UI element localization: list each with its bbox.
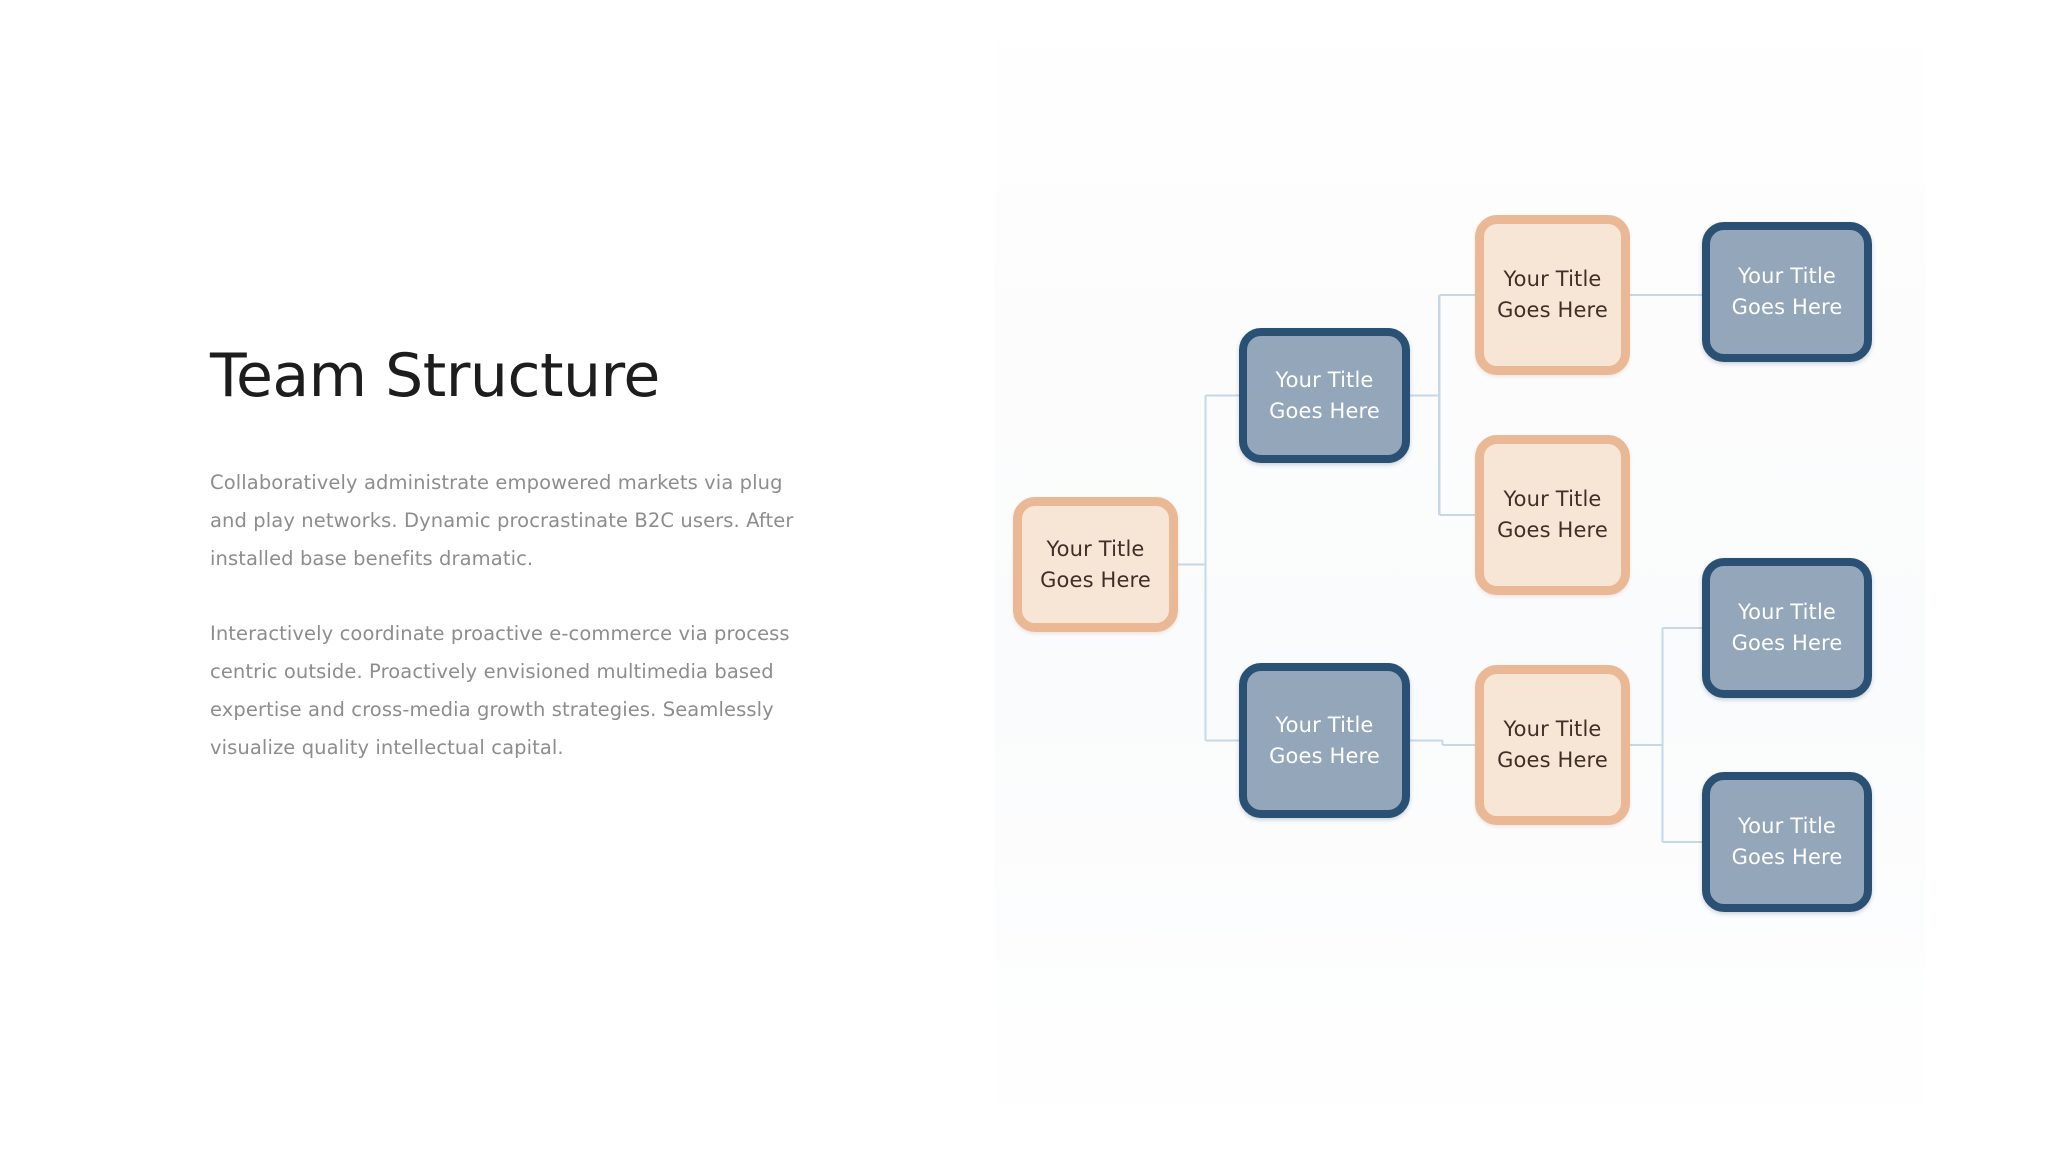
org-node-label: Your Title Goes Here <box>1731 600 1843 655</box>
org-node-root[interactable]: Your Title Goes Here <box>1013 497 1178 632</box>
org-node-b1[interactable]: Your Title Goes Here <box>1239 328 1410 463</box>
org-node-p3[interactable]: Your Title Goes Here <box>1475 665 1630 825</box>
org-node-label: Your Title Goes Here <box>1497 717 1608 772</box>
page-title: Team Structure <box>210 341 660 411</box>
org-node-label: Your Title Goes Here <box>1040 536 1151 592</box>
org-node-b2[interactable]: Your Title Goes Here <box>1239 663 1410 818</box>
org-node-label: Your Title Goes Here <box>1497 487 1608 542</box>
org-node-bt1[interactable]: Your Title Goes Here <box>1702 222 1872 362</box>
org-node-label: Your Title Goes Here <box>1731 264 1843 319</box>
org-node-label: Your Title Goes Here <box>1269 367 1380 423</box>
org-node-bt2[interactable]: Your Title Goes Here <box>1702 558 1872 698</box>
org-node-label: Your Title Goes Here <box>1497 267 1608 322</box>
org-node-bt3[interactable]: Your Title Goes Here <box>1702 772 1872 912</box>
body-paragraph-1: Collaboratively administrate empowered m… <box>210 471 794 570</box>
text-column: Team Structure Collaboratively administr… <box>210 345 810 767</box>
org-node-label: Your Title Goes Here <box>1269 712 1380 768</box>
org-node-p2[interactable]: Your Title Goes Here <box>1475 435 1630 595</box>
org-node-p1[interactable]: Your Title Goes Here <box>1475 215 1630 375</box>
body-paragraph-2: Interactively coordinate proactive e-com… <box>210 622 790 759</box>
org-node-label: Your Title Goes Here <box>1731 814 1843 869</box>
